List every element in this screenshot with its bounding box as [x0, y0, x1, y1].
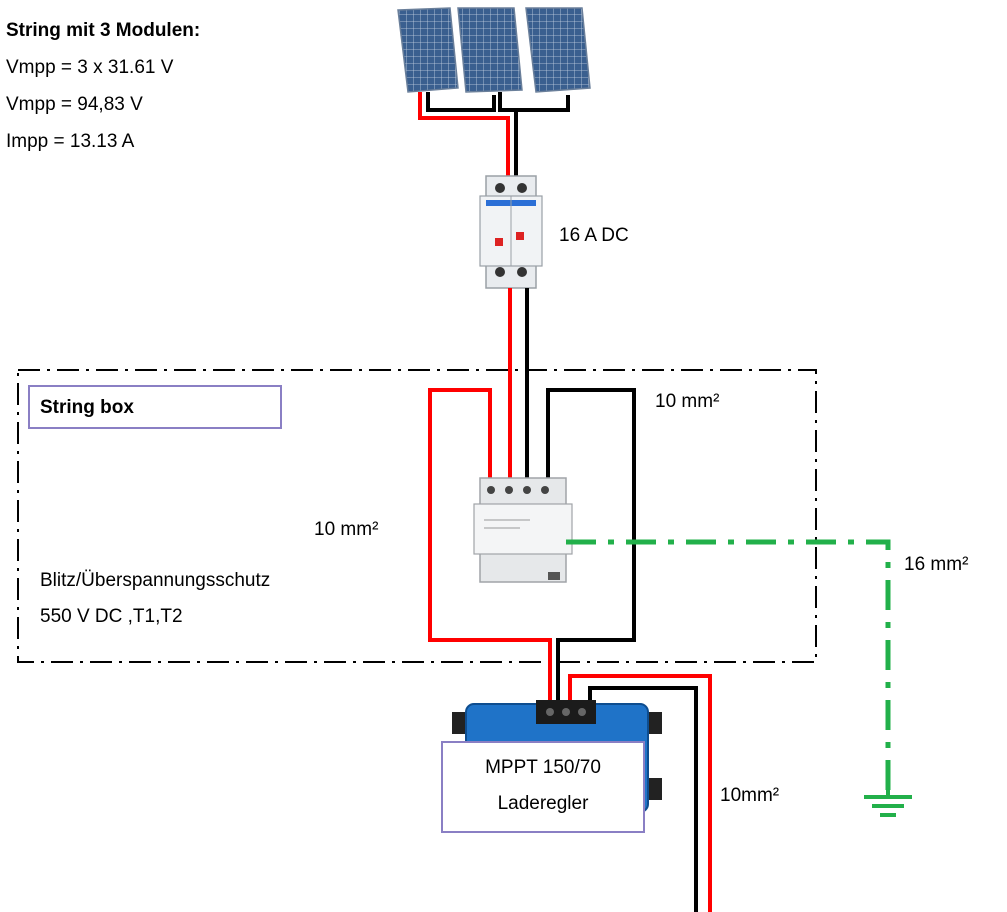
- controller-model: MPPT 150/70: [485, 757, 601, 778]
- controller-type: Laderegler: [497, 793, 589, 814]
- string-info-title: String mit 3 Modulen:: [6, 20, 201, 41]
- cable-label-left: 10 mm²: [314, 519, 379, 540]
- battery-red-wire: [568, 674, 712, 912]
- cable-label-ground: 16 mm²: [904, 554, 969, 575]
- surge-protector-icon: [473, 477, 573, 583]
- surge-protection-spec: 550 V DC ,T1,T2: [40, 606, 183, 627]
- surge-protection-label: Blitz/Überspannungsschutz: [40, 570, 271, 591]
- panel-black-wire-1: [426, 92, 496, 112]
- string-box-label-frame: String box: [28, 385, 282, 429]
- controller-label-frame: MPPT 150/70 Laderegler: [441, 741, 645, 833]
- solar-panel-icon: [525, 7, 591, 93]
- ground-wire: [566, 539, 891, 790]
- ground-icon: [864, 780, 912, 817]
- spd-black-loop: [546, 388, 636, 700]
- cable-label-battery: 10mm²: [720, 785, 780, 806]
- solar-panel-icon: [457, 7, 523, 93]
- string-info-line: Vmpp = 94,83 V: [6, 94, 143, 115]
- solar-panel-icon: [397, 7, 459, 93]
- string-info-line: Vmpp = 3 x 31.61 V: [6, 57, 174, 78]
- string-info-line: Impp = 13.13 A: [6, 131, 135, 152]
- string-box-frame: [17, 369, 817, 663]
- panel-black-wire-2: [498, 92, 570, 112]
- breaker-label: 16 A DC: [559, 225, 629, 246]
- string-box-label: String box: [40, 397, 134, 418]
- battery-black-wire: [588, 686, 698, 912]
- cable-label-top: 10 mm²: [655, 391, 720, 412]
- panel-red-wire: [418, 92, 510, 192]
- dc-breaker-icon: [479, 175, 543, 289]
- spd-red-loop: [428, 388, 552, 700]
